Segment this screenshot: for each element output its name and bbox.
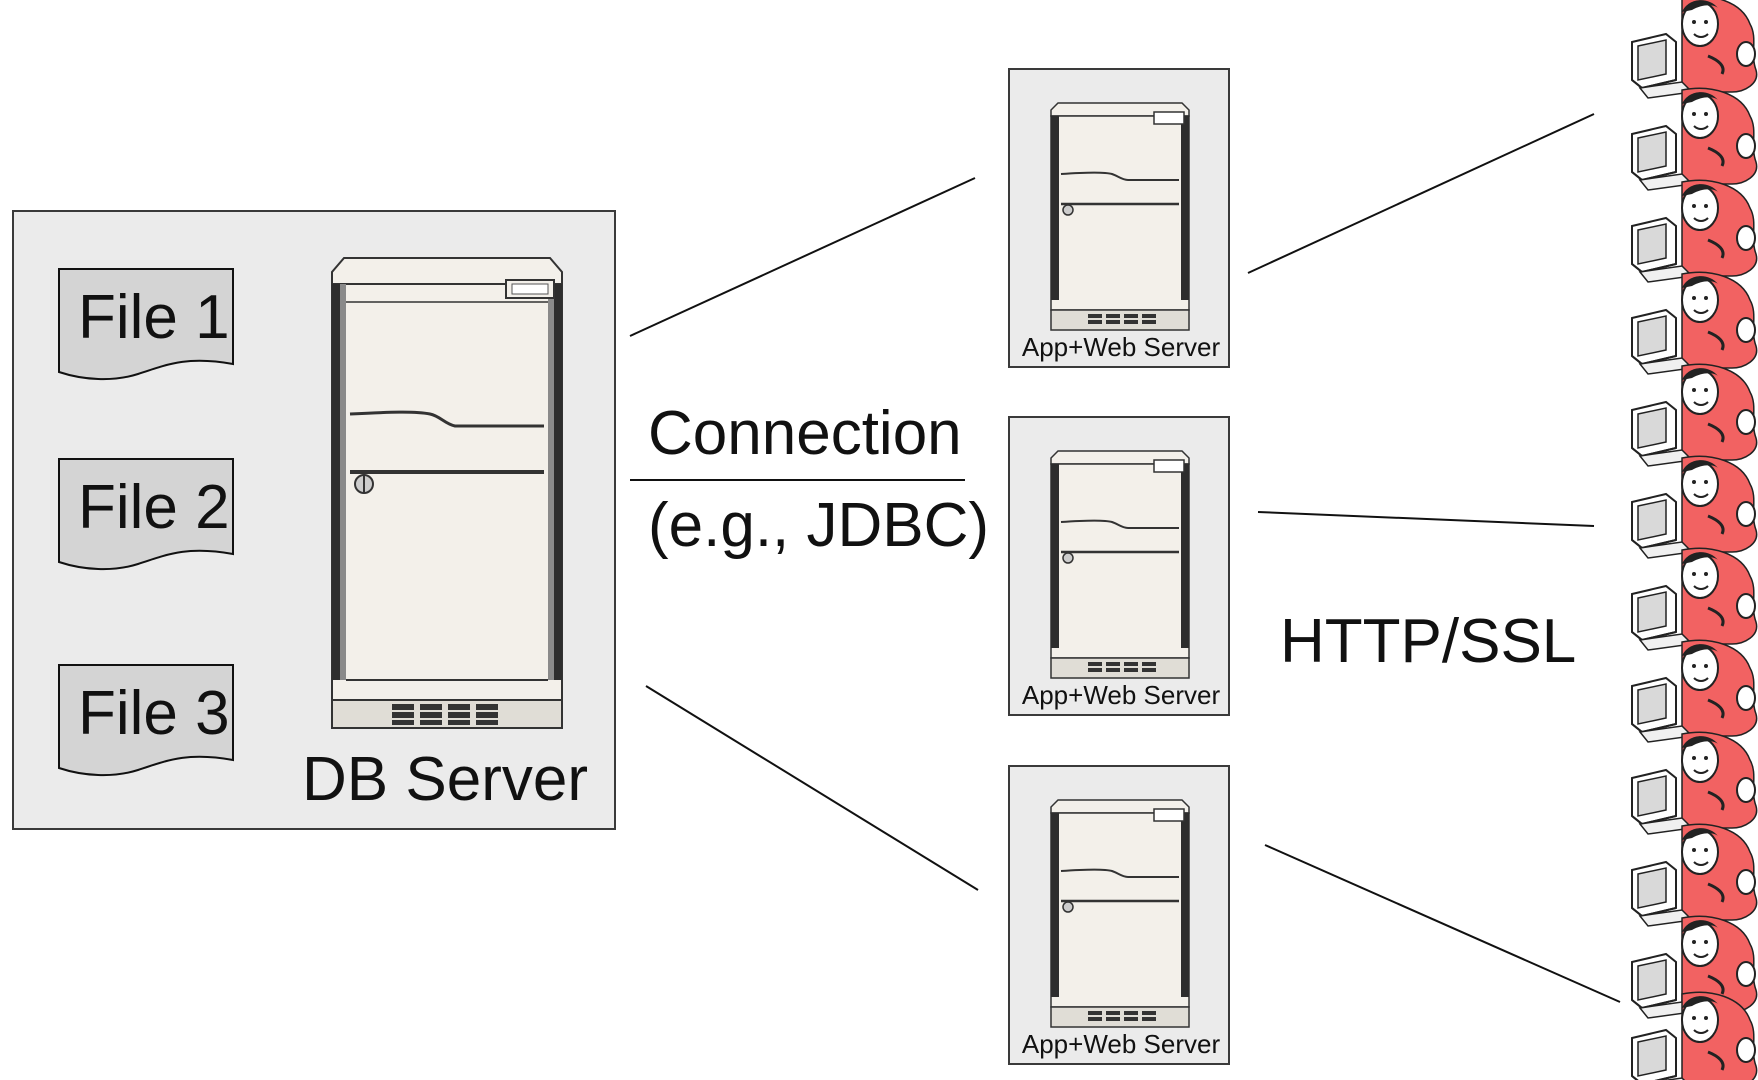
app2-to-clients-line [1257,511,1595,527]
document-icon [58,458,234,571]
user-at-computer-icon [1630,454,1758,560]
user-at-computer-icon [1630,0,1758,100]
file-document: File 3 [58,664,234,782]
file-document: File 2 [58,458,234,576]
db-server-label: DB Server [302,745,588,814]
file-label: File 3 [78,679,230,748]
user-at-computer-icon [1630,86,1758,192]
user-at-computer-icon [1630,362,1758,468]
file-document: File 1 [58,268,234,386]
document-icon [58,664,234,777]
user-at-computer-icon [1630,822,1758,928]
db-to-app3-line [645,685,979,891]
protocol-label: HTTP/SSL [1280,607,1577,676]
db-to-app1-line [629,177,976,337]
app-server-icon [1050,102,1190,331]
user-at-computer-icon [1630,546,1758,652]
client-stack [1630,0,1758,1080]
app3-to-clients-line [1264,844,1621,1003]
app-server-icon [1050,799,1190,1028]
user-at-computer-icon [1630,270,1758,376]
app-server-label: App+Web Server [1021,680,1221,710]
user-at-computer-icon [1630,730,1758,836]
file-label: File 1 [78,283,230,352]
user-at-computer-icon [1630,178,1758,284]
app-web-server-panel: App+Web Server [1008,765,1230,1065]
connection-label: Connection [648,399,962,468]
app-server-icon [1050,450,1190,679]
app-web-server-panel: App+Web Server [1008,68,1230,368]
db-server-icon [331,257,563,729]
app1-to-clients-line [1247,113,1595,274]
connection-example-label: (e.g., JDBC) [648,491,990,560]
document-icon [58,268,234,381]
user-at-computer-icon [1630,638,1758,744]
app-server-label: App+Web Server [1021,1029,1221,1059]
file-label: File 2 [78,473,230,542]
app-server-label: App+Web Server [1021,332,1221,362]
app-web-server-panel: App+Web Server [1008,416,1230,716]
